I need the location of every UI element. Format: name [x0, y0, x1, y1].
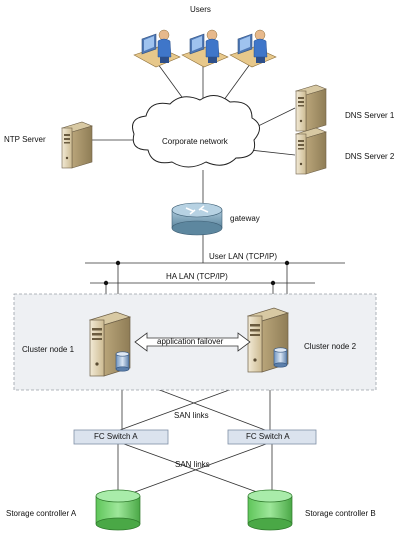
- disk-icon: [115, 351, 130, 372]
- users-label: Users: [190, 5, 211, 14]
- application-failover-label: application failover: [157, 337, 224, 346]
- router-icon: [171, 202, 223, 236]
- disk-icon: [273, 347, 288, 368]
- server-icon: [61, 121, 93, 169]
- cloud-icon: [132, 95, 260, 168]
- fc-switch-left: [73, 429, 169, 445]
- fc-switch-right: [227, 429, 317, 445]
- corporate-network-label: Corporate network: [162, 137, 228, 146]
- user-icon: [133, 29, 181, 68]
- user-lan-label: User LAN (TCP/IP): [209, 252, 278, 261]
- ha-lan-label: HA LAN (TCP/IP): [166, 272, 228, 281]
- dns-server-2-label: DNS Server 2: [345, 152, 395, 161]
- failover-arrow-icon: [134, 332, 251, 352]
- server-icon: [295, 127, 327, 175]
- cluster-node-2-label: Cluster node 2: [304, 342, 357, 351]
- server-icon: [295, 84, 327, 132]
- storage-controller-b-label: Storage controller B: [305, 509, 376, 518]
- storage-icon: [95, 489, 141, 531]
- gateway-label: gateway: [230, 214, 260, 223]
- user-icon: [229, 29, 277, 68]
- ntp-server-label: NTP Server: [4, 135, 46, 144]
- storage-controller-a-label: Storage controller A: [6, 509, 77, 518]
- user-icon: [181, 29, 229, 68]
- storage-icon: [247, 489, 293, 531]
- fc-switch-left-label: FC Switch A: [94, 432, 138, 441]
- san-links-lower-label: SAN links: [175, 460, 210, 469]
- cluster-node-1-label: Cluster node 1: [22, 345, 75, 354]
- san-links-upper-label: SAN links: [174, 411, 209, 420]
- dns-server-1-label: DNS Server 1: [345, 111, 395, 120]
- fc-switch-right-label: FC Switch A: [246, 432, 290, 441]
- lan-junction-dots: [103, 260, 290, 286]
